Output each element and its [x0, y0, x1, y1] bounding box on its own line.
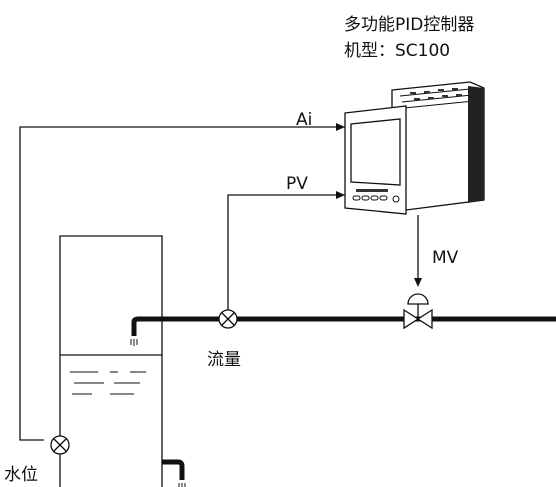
ai-signal-line — [19, 126, 345, 441]
pv-signal-line — [227, 194, 345, 310]
controller-title: 多功能PID控制器 — [344, 15, 475, 35]
controller-buttons — [352, 195, 400, 203]
mv-arrow — [414, 278, 422, 287]
level-sensor — [50, 435, 70, 455]
pid-controller — [344, 81, 485, 215]
controller-model: 机型：SC100 — [344, 41, 451, 61]
water-tank — [59, 235, 163, 487]
pv-label: PV — [286, 174, 308, 194]
ai-arrow — [336, 123, 345, 131]
mv-label: MV — [432, 248, 459, 268]
level-sensor-label: 水位 — [4, 465, 38, 485]
flow-sensor-label: 流量 — [207, 350, 241, 370]
control-valve — [403, 293, 433, 330]
flow-sensor — [218, 309, 238, 329]
controller-display — [350, 118, 401, 186]
inlet-pipe — [130, 316, 556, 346]
ai-label: Ai — [296, 110, 313, 130]
pv-arrow — [336, 191, 345, 199]
outlet-pipe — [162, 459, 186, 487]
